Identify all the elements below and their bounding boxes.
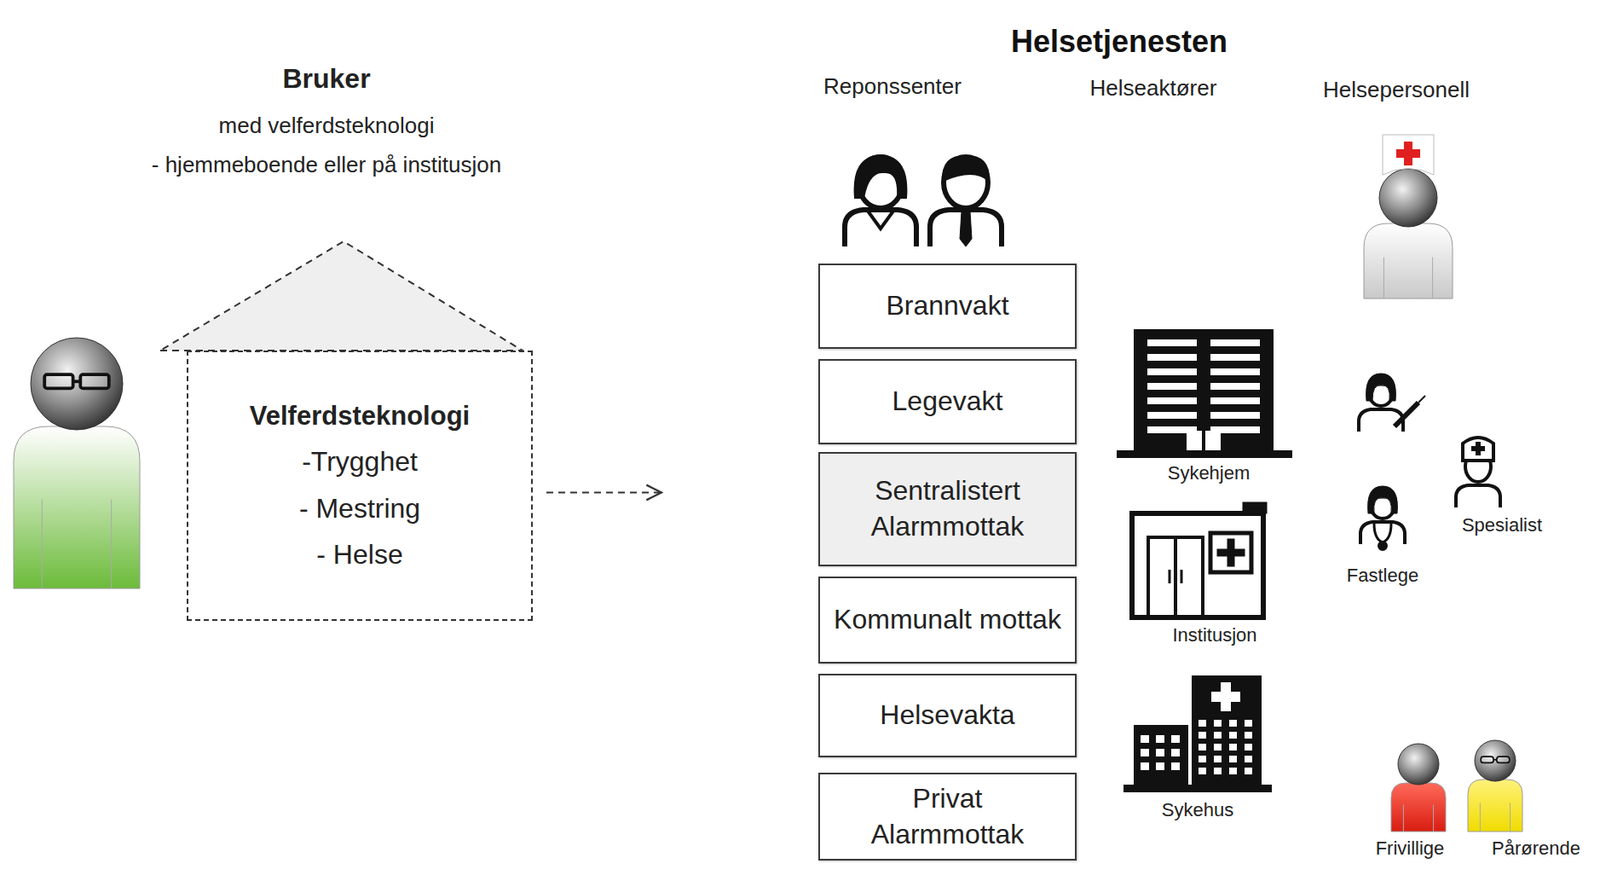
box-label: Privat Alarmmottak bbox=[833, 780, 1062, 852]
response-centre-box: Sentralistert Alarmmottak bbox=[818, 451, 1077, 567]
icon-caption: Sykehjem bbox=[1167, 462, 1251, 485]
house-text: -Trygghet bbox=[301, 438, 418, 485]
icon-caption: Pårørende bbox=[1491, 837, 1581, 860]
icon-caption: Frivillige bbox=[1375, 837, 1445, 860]
region-ellipse bbox=[673, 117, 1600, 880]
gp-icon bbox=[1360, 485, 1405, 549]
box-label: Helsevakta bbox=[879, 697, 1015, 734]
nursing-home-icon bbox=[1116, 329, 1293, 458]
institution-icon bbox=[1132, 502, 1267, 618]
doctor-syringe-icon bbox=[1358, 373, 1426, 432]
house-text: - Mestring bbox=[299, 485, 421, 532]
flow-arrow bbox=[546, 491, 662, 494]
nurse-figure bbox=[1363, 134, 1453, 299]
icon-caption: Fastlege bbox=[1346, 564, 1419, 587]
user-subtitle: med velferdsteknologi bbox=[219, 112, 435, 139]
response-centre-box: Brannvakt bbox=[818, 263, 1077, 349]
box-label: Kommunalt mottak bbox=[833, 601, 1062, 638]
house-text: - Helse bbox=[316, 531, 403, 578]
column-heading: Helsepersonell bbox=[1322, 76, 1470, 104]
box-label: Brannvakt bbox=[885, 288, 1009, 324]
region-ellipse bbox=[673, 117, 1600, 880]
response-centre-box: Kommunalt mottak bbox=[818, 576, 1077, 664]
house-roof bbox=[158, 237, 525, 353]
region-title: Helsetjenesten bbox=[1010, 23, 1228, 60]
user-figure bbox=[13, 337, 140, 589]
response-centre-box: Privat Alarmmottak bbox=[818, 772, 1077, 861]
operator-female-icon bbox=[844, 155, 917, 247]
health-service-region: HelsetjenestenBrannvaktLegevaktSentralis… bbox=[673, 117, 1600, 880]
user-heading: Bruker bbox=[282, 63, 370, 95]
specialist-icon bbox=[1455, 437, 1501, 508]
house-text: Velferdsteknologi bbox=[249, 393, 470, 439]
hospital-icon bbox=[1123, 675, 1272, 792]
column-heading: Reponssenter bbox=[823, 73, 962, 100]
column-heading: Helseaktører bbox=[1090, 75, 1218, 102]
icon-caption: Institusjon bbox=[1172, 623, 1257, 647]
icon-caption: Sykehus bbox=[1161, 798, 1234, 821]
operator-male-icon bbox=[929, 155, 1002, 247]
user-subtitle: - hjemmeboende eller på institusjon bbox=[151, 151, 502, 179]
response-centre-box: Helsevakta bbox=[818, 673, 1077, 757]
box-label: Sentralistert Alarmmottak bbox=[833, 473, 1062, 544]
volunteer-figure bbox=[1391, 743, 1446, 832]
relative-figure bbox=[1467, 739, 1523, 832]
box-label: Legevakt bbox=[892, 383, 1004, 420]
icon-caption: Spesialist bbox=[1461, 514, 1543, 537]
response-centre-box: Legevakt bbox=[818, 358, 1077, 445]
welfare-tech-house: Velferdsteknologi-Trygghet- Mestring- He… bbox=[186, 350, 533, 621]
